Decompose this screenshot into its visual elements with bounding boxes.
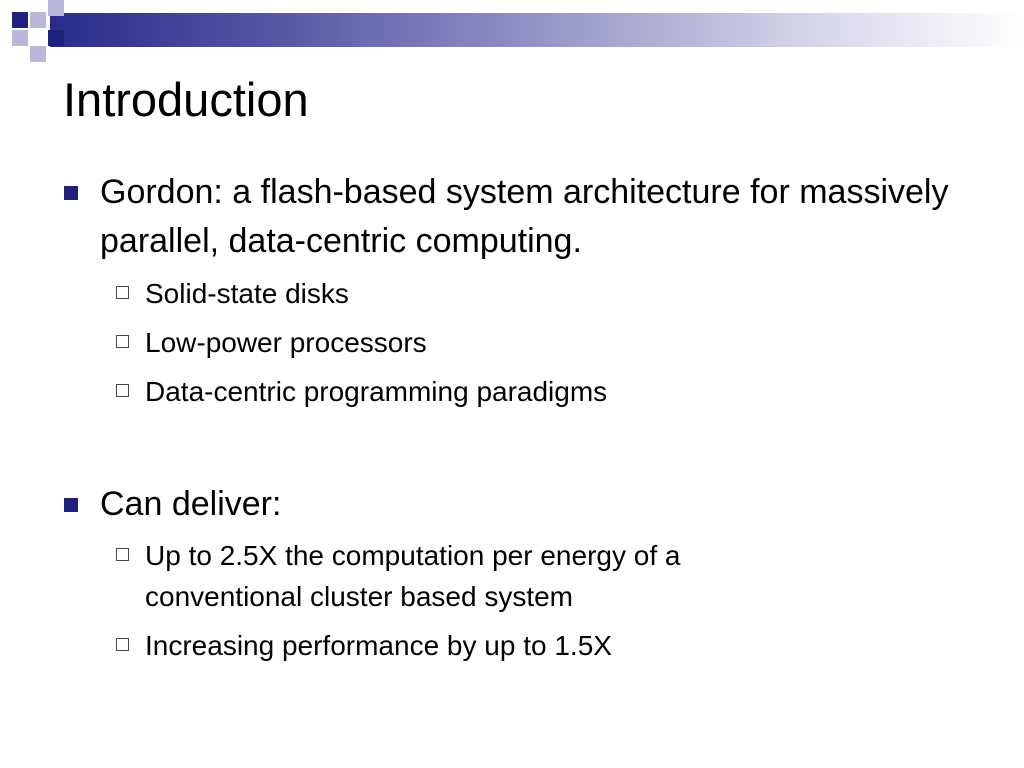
- sub-bullet-item: Up to 2.5X the computation per energy of…: [116, 535, 845, 617]
- bullet-text: Can deliver:: [100, 485, 282, 523]
- bullet-item: Can deliver:: [64, 480, 960, 529]
- sub-bullet-item: Increasing performance by up to 1.5X: [116, 625, 905, 666]
- deco-square: [12, 12, 28, 28]
- deco-square: [30, 12, 46, 28]
- square-bullet-icon: [64, 186, 78, 200]
- hollow-square-bullet-icon: [116, 638, 129, 651]
- sub-bullet-item: Data-centric programming paradigms: [116, 371, 905, 412]
- title-decoration: [0, 0, 1024, 62]
- slide-title: Introduction: [63, 73, 309, 126]
- hollow-square-bullet-icon: [116, 384, 129, 397]
- hollow-square-bullet-icon: [116, 335, 129, 348]
- square-bullet-icon: [64, 498, 78, 512]
- deco-square: [30, 30, 46, 46]
- deco-square: [48, 0, 64, 16]
- sub-bullet-text: Data-centric programming paradigms: [145, 376, 608, 407]
- sub-bullet-item: Solid-state disks: [116, 273, 905, 314]
- deco-square: [12, 30, 28, 46]
- sub-bullet-text: Up to 2.5X the computation per energy of…: [145, 540, 681, 612]
- deco-square: [30, 46, 46, 62]
- hollow-square-bullet-icon: [116, 286, 129, 299]
- sub-bullet-item: Low-power processors: [116, 322, 905, 363]
- gradient-bar: [50, 13, 1024, 47]
- deco-square: [48, 30, 64, 46]
- sub-bullet-text: Low-power processors: [145, 327, 427, 358]
- sub-bullet-text: Solid-state disks: [145, 278, 349, 309]
- sub-bullet-text: Increasing performance by up to 1.5X: [145, 630, 612, 661]
- bullet-item: Gordon: a flash-based system architectur…: [64, 168, 960, 266]
- bullet-text: Gordon: a flash-based system architectur…: [100, 173, 949, 260]
- hollow-square-bullet-icon: [116, 548, 129, 561]
